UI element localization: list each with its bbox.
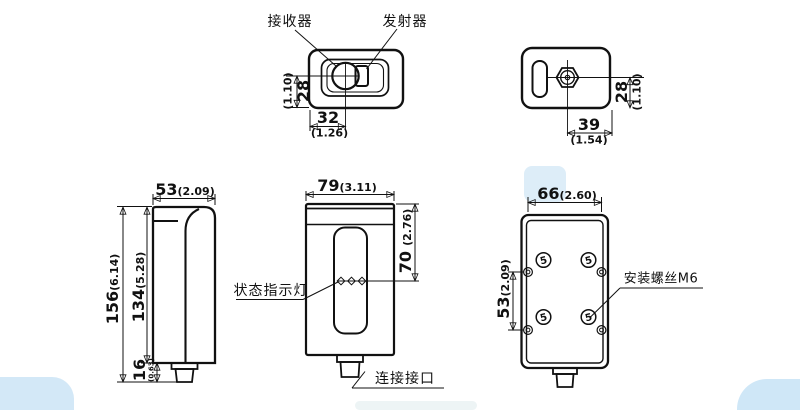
connector-leader-line xyxy=(351,371,366,389)
dim-connector-height-mm: 16 xyxy=(130,358,149,381)
mount-screw-label: 安装螺丝M6 xyxy=(623,271,699,287)
svg-text:5: 5 xyxy=(584,255,593,267)
bracket-slot xyxy=(531,60,548,98)
receiver-leader-line xyxy=(294,29,337,67)
svg-text:5: 5 xyxy=(584,312,593,324)
dim-bracket-width-in: (1.54) xyxy=(570,133,608,147)
dim-hole-spacing-height: 53(2.09) xyxy=(494,259,513,319)
transmitter-label: 发射器 xyxy=(382,14,428,30)
dim-lens-height-mm: 28 xyxy=(294,79,313,103)
receiver-label: 接收器 xyxy=(267,14,313,30)
screw-head-icon: 5 xyxy=(535,251,552,269)
front-connector-plug xyxy=(339,361,361,378)
svg-text:5: 5 xyxy=(539,255,548,267)
status-led-label: 状态指示灯 xyxy=(233,283,309,299)
status-led-icon xyxy=(346,276,357,286)
status-led-icon xyxy=(336,276,346,286)
status-led-icon xyxy=(357,276,367,286)
dim-front-width: 79(3.11) xyxy=(317,176,377,195)
dim-bracket-width-mm: 39 xyxy=(577,115,601,134)
rear-connector-plug xyxy=(555,373,575,388)
status-led-leader-line xyxy=(302,281,339,300)
connector-label: 连接接口 xyxy=(375,371,435,387)
screw-head-icon: 5 xyxy=(535,308,552,326)
mount-screw-leader-line xyxy=(589,287,621,318)
svg-text:5: 5 xyxy=(539,312,548,324)
front-view-drawing xyxy=(236,190,444,389)
side-view-drawing xyxy=(117,194,217,384)
decor-corner-bottom-left xyxy=(0,377,74,410)
transmitter-leader-line xyxy=(366,28,398,70)
decor-bottom-bar xyxy=(355,401,477,410)
dim-total-height: 156(6.14) xyxy=(103,253,122,325)
top-view-lens-drawing xyxy=(286,28,405,131)
mount-hole-icon xyxy=(522,267,607,336)
dim-bracket-height-mm: 28 xyxy=(612,80,631,104)
dim-lens-width-in: (1.26) xyxy=(310,126,349,140)
side-connector-plug xyxy=(174,368,195,383)
screw-head-icon: 5 xyxy=(580,308,597,326)
screw-head-icon: 5 xyxy=(580,251,597,269)
dim-body-height: 134(5.28) xyxy=(128,251,148,323)
rear-view-drawing: 5 5 5 5 xyxy=(508,197,703,388)
dim-led-offset: 70 (2.76) xyxy=(395,208,415,274)
dim-side-depth: 53(2.09) xyxy=(155,180,215,199)
dim-connector-height-in: (0.63) xyxy=(147,358,155,382)
decor-square-accent xyxy=(524,166,566,202)
dim-bracket-height-in: (1.10) xyxy=(630,73,644,111)
front-window xyxy=(333,226,368,335)
dim-lens-height-in: (1.10) xyxy=(281,72,295,110)
dim-lens-width-mm: 32 xyxy=(316,108,340,127)
top-view-bracket-drawing xyxy=(520,46,644,137)
dim-hole-spacing-width: 66(2.60) xyxy=(537,184,597,203)
